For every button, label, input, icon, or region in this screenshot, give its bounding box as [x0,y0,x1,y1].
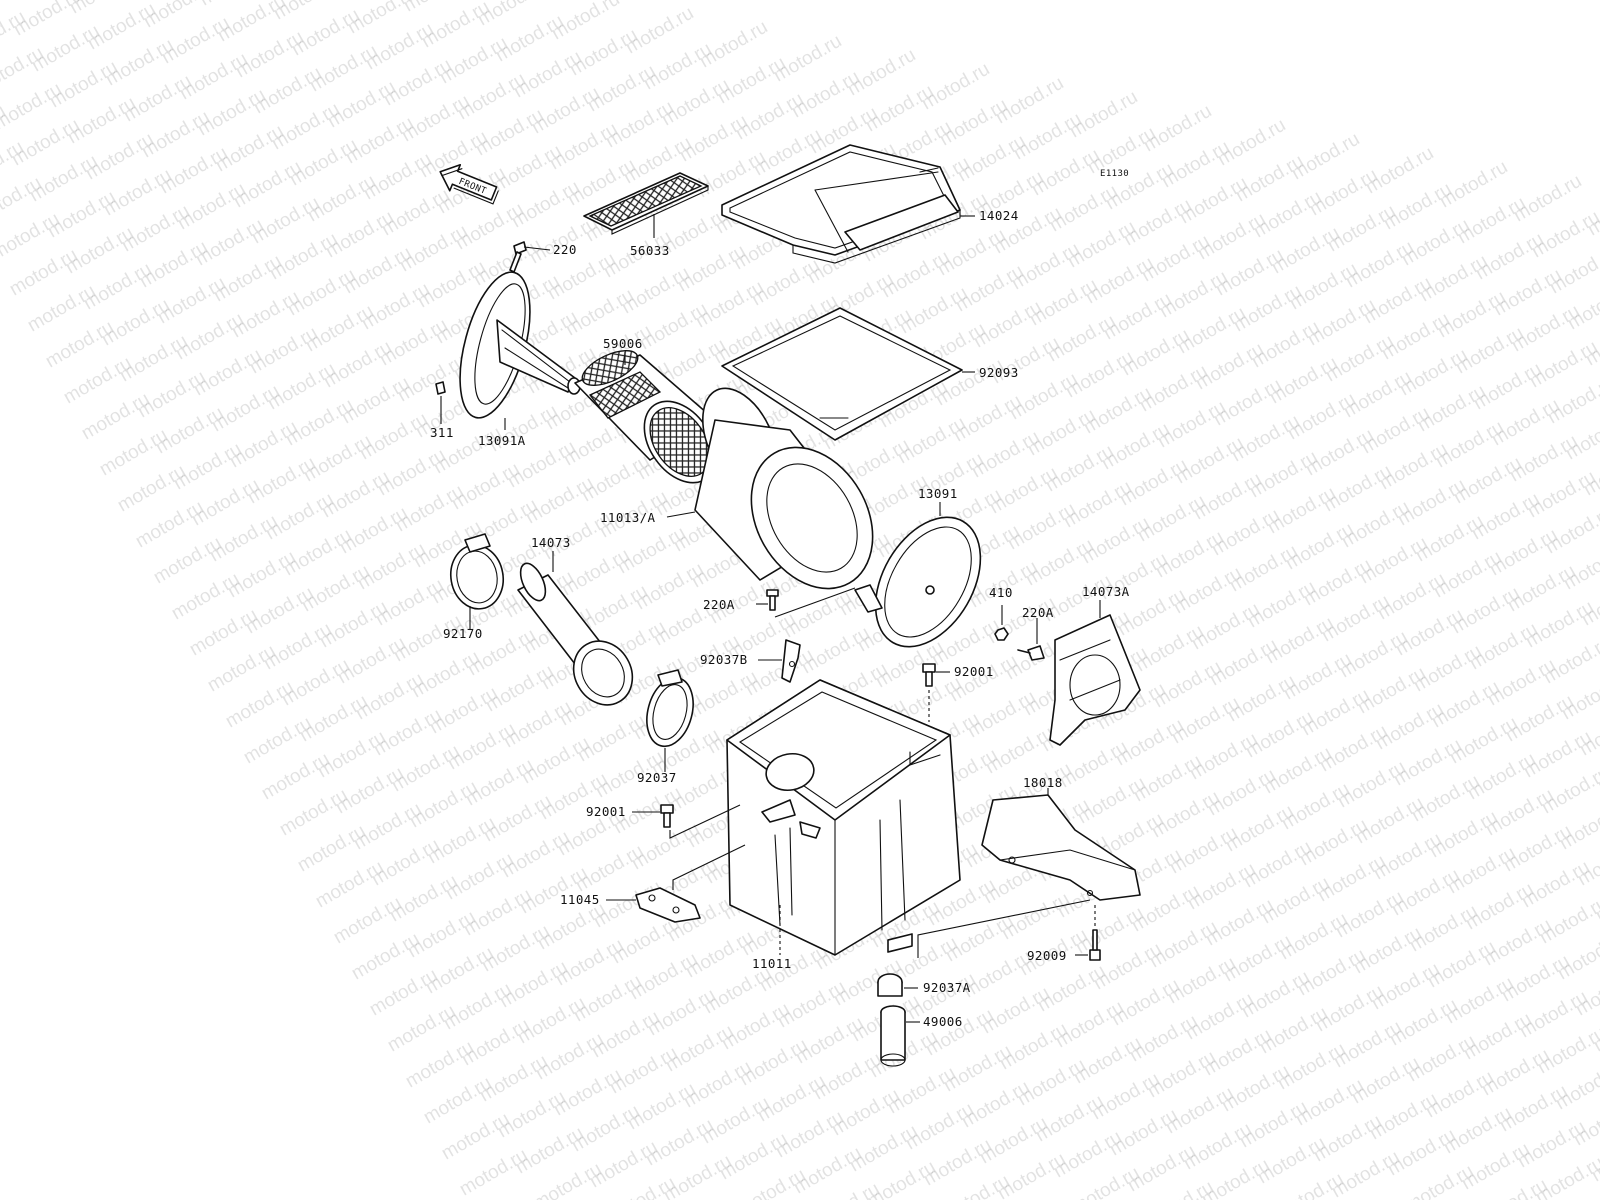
part-13091A-front-cover [435,271,581,430]
part-labels: 220 56033 14024 59006 92093 311 13091A 1… [430,208,1130,1029]
part-label: 92037B [700,652,748,667]
part-label: 18018 [1023,775,1063,790]
part-92001-bolt-lower [632,804,741,839]
part-label: 14073A [1082,584,1130,599]
part-220A-bolt-left [756,587,856,618]
part-14024-cover [721,144,975,264]
part-label: 92037A [923,980,971,995]
part-label: 92170 [443,626,483,641]
part-label: 92093 [979,365,1019,380]
part-92093-gasket [721,307,975,441]
part-92037A-clamp [877,973,918,997]
part-label: 92037 [637,770,677,785]
part-label: 14024 [979,208,1019,223]
part-92170-clamp [449,533,505,630]
part-label: 11045 [560,892,600,907]
part-92037B-fitting [758,639,801,683]
part-label: 59006 [603,336,643,351]
part-14073A-duct [1049,600,1141,746]
part-label: 410 [989,585,1013,600]
part-label: 56033 [630,243,670,258]
part-label: 220 [553,242,577,257]
part-18018-guard [981,788,1141,901]
part-220A-bolt-right [1017,618,1045,661]
part-label: 311 [430,425,454,440]
part-92037-clamp [646,669,694,772]
part-56033-screen [583,172,709,238]
part-label: 11013/A [600,510,656,525]
part-label: 92001 [954,664,994,679]
part-label: 13091 [918,486,958,501]
part-label: 92001 [586,804,626,819]
part-label: 220A [703,597,735,612]
part-92009-screw [917,899,1101,961]
part-label: 49006 [923,1014,963,1029]
part-label: 14073 [531,535,571,550]
part-13091-rear-cover [854,502,982,648]
part-label: 220A [1022,605,1054,620]
part-410-nut [994,605,1009,641]
diagram-code: E1130 [1100,169,1129,179]
part-11013A-air-filter [666,387,874,590]
part-92001-bolt-upper [922,663,950,722]
part-14073-duct [517,551,634,706]
part-label: 13091A [478,433,526,448]
part-11045-bracket [606,844,746,923]
part-11011-air-box [726,679,961,956]
part-label: 11011 [752,956,792,971]
part-label: 92009 [1027,948,1067,963]
part-49006-hose [880,1005,920,1067]
front-direction-arrow: FRONT [439,163,499,205]
